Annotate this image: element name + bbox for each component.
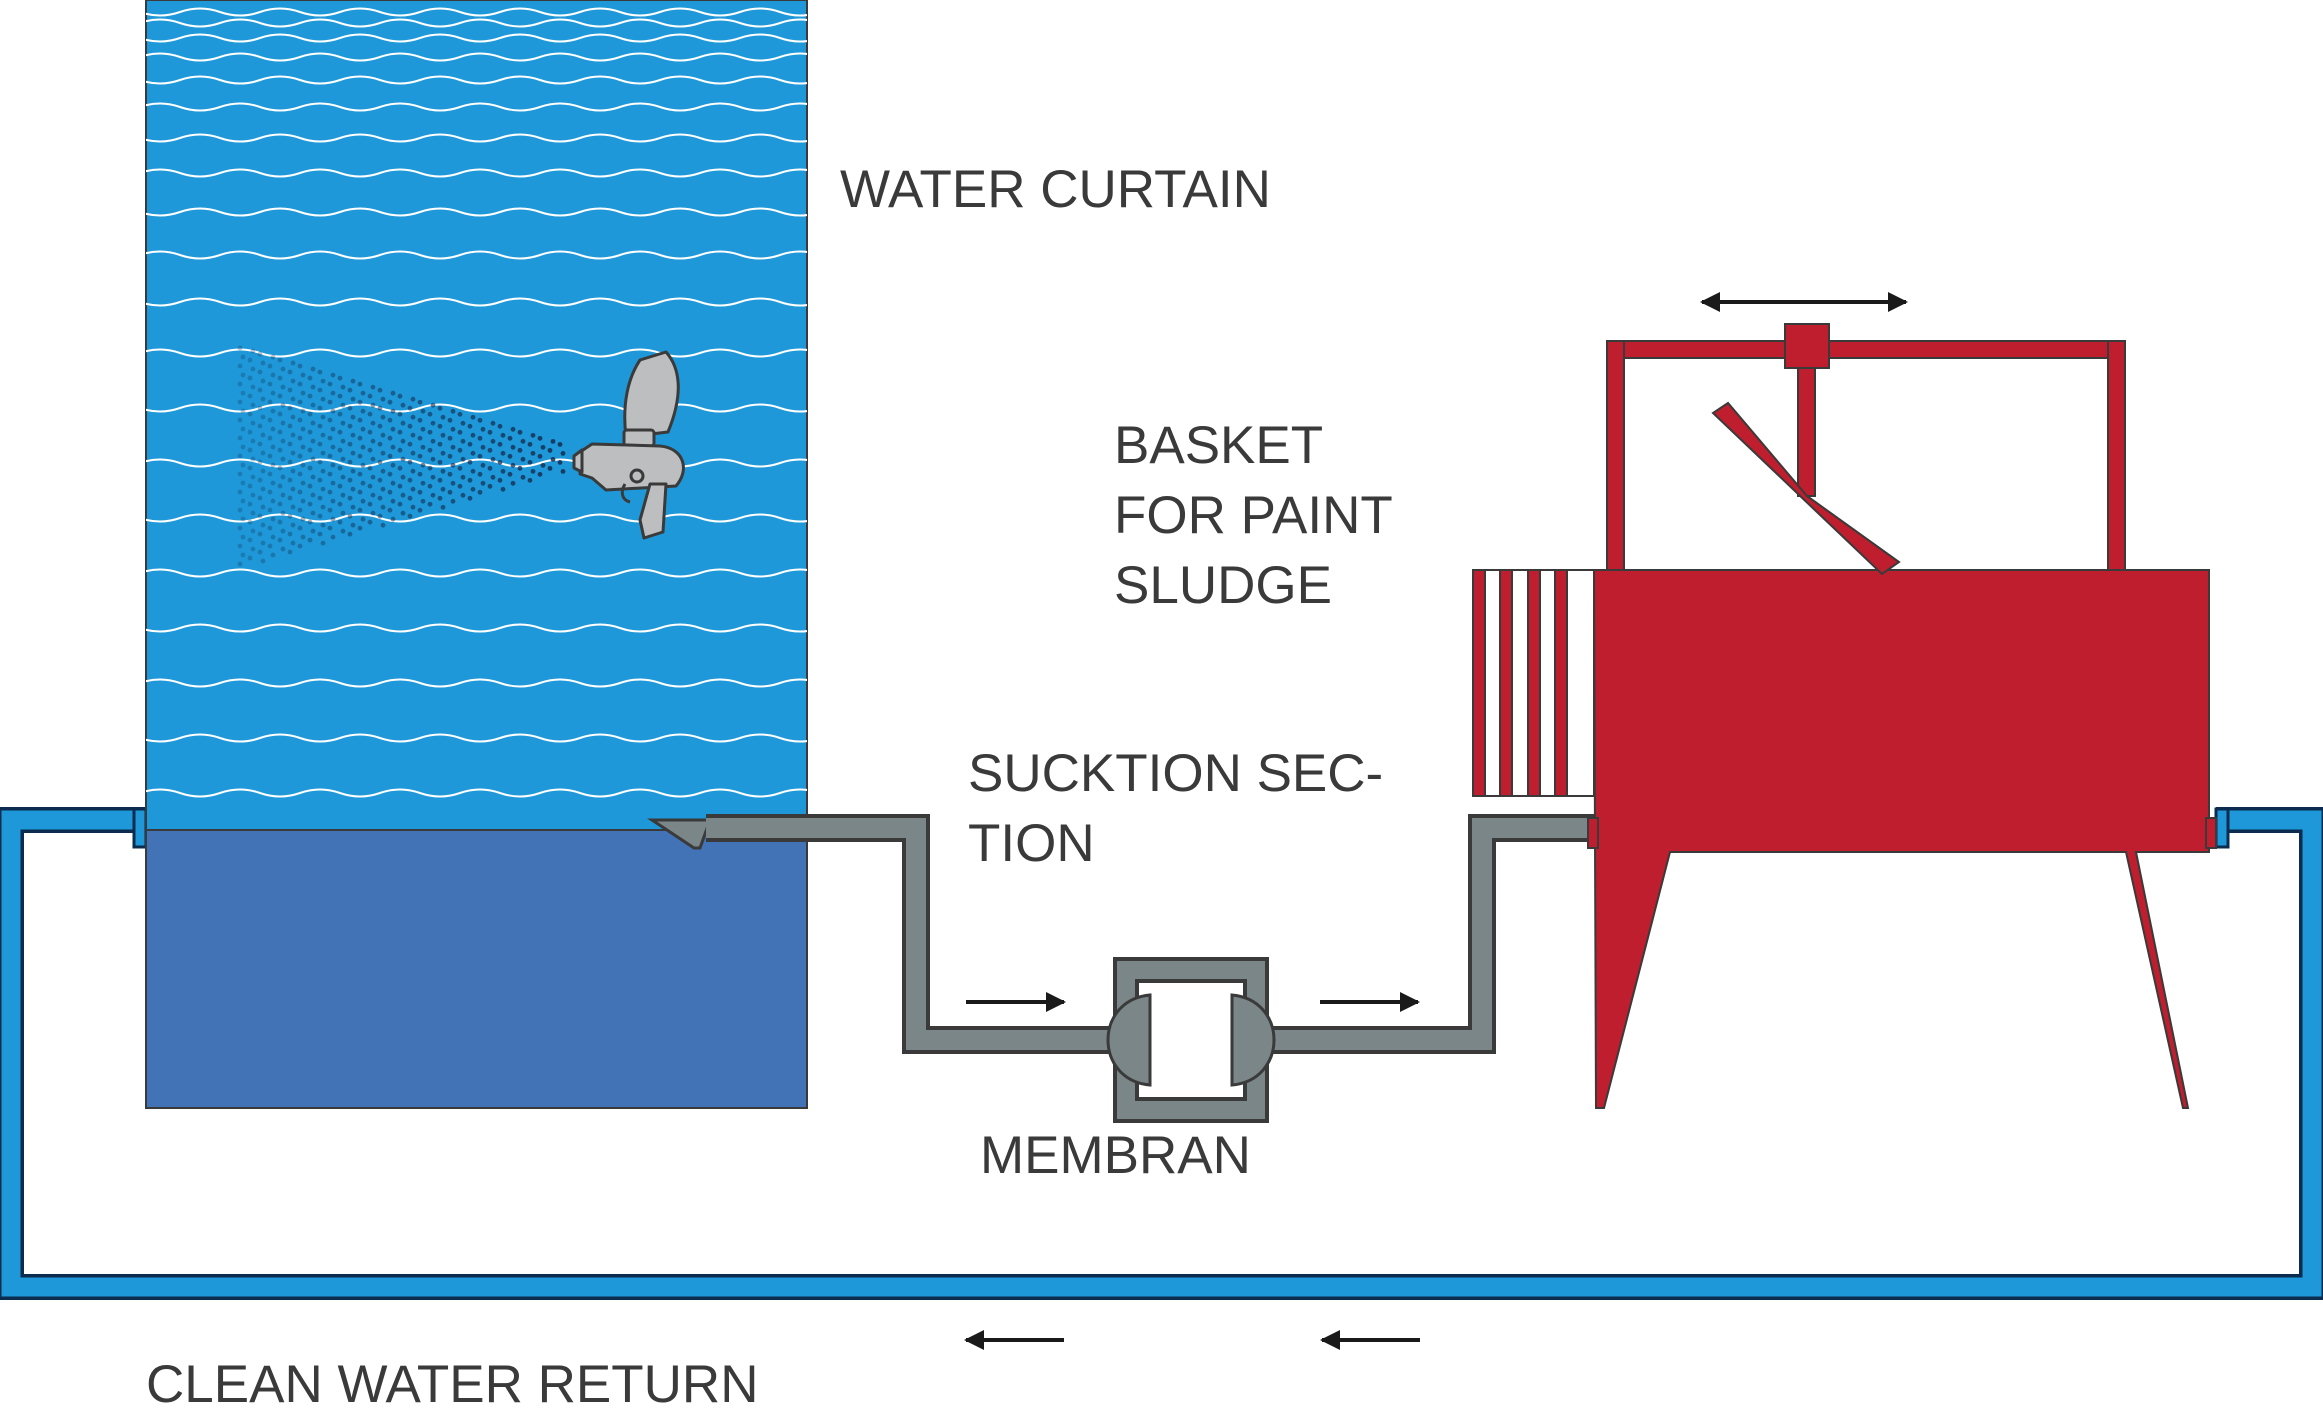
paint-sludge-basket-tank [1587,569,2217,1109]
wave-line [146,458,807,468]
basket-label-line-1: BASKET [1114,416,1323,475]
wave-line [146,18,807,28]
wave-line [146,102,807,112]
water-tank [145,829,808,1109]
wave-line [146,623,807,633]
wave-line [146,788,807,798]
wave-line [146,75,807,85]
wave-line [146,52,807,62]
wave-line [146,133,807,143]
suction-label-line-1: SUCKTION SEC- [968,744,1383,803]
clean-water-return-label: CLEAN WATER RETURN [146,1355,758,1414]
wave-line [146,33,807,43]
wave-line [146,513,807,523]
membrane-pump [1106,957,1276,1123]
wave-line [146,568,807,578]
return-pipe-flange-right [2214,807,2230,849]
paint-spray-mist [237,345,566,567]
wave-line [146,297,807,307]
wave-line [146,678,807,688]
wave-line [146,348,807,358]
wave-line [146,168,807,178]
water-curtain-label: WATER CURTAIN [840,160,1271,219]
membrane-label: MEMBRAN [980,1126,1251,1185]
water-curtain [145,0,808,831]
wave-line [146,403,807,413]
basket-label-line-3: SLUDGE [1114,556,1332,615]
wave-line [146,250,807,260]
basket-label-line-2: FOR PAINT [1114,486,1393,545]
return-pipe-flange-left [132,807,148,849]
basket-frame [1606,323,2126,576]
wave-line [146,207,807,217]
suction-label-line-2: TION [968,814,1095,873]
basket-grate [1472,569,1595,797]
suction-nozzle [647,818,713,850]
spray-gun-icon [572,350,685,540]
wave-line [146,733,807,743]
wave-line [146,7,807,17]
